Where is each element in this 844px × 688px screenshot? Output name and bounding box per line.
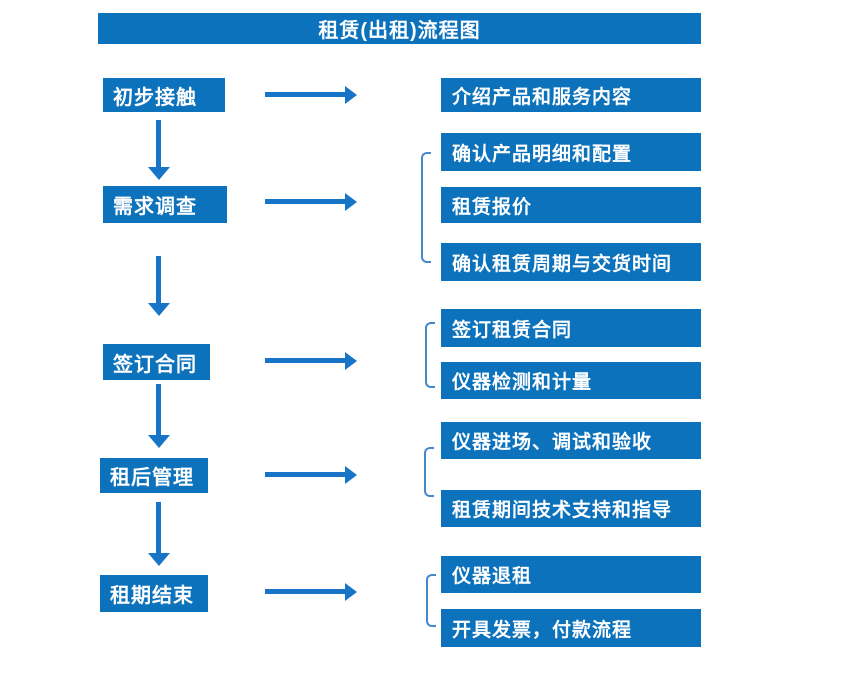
arrow-shaft	[265, 472, 346, 477]
arrow-head	[345, 86, 357, 104]
detail-box-technical-support-guidance: 租赁期间技术支持和指导	[441, 490, 701, 527]
arrow-head	[345, 466, 357, 484]
arrow-down-icon	[148, 256, 170, 316]
arrow-down-icon	[148, 384, 170, 448]
arrow-down-icon	[148, 120, 170, 180]
arrow-right-icon	[265, 193, 357, 211]
arrow-right-icon	[265, 352, 357, 370]
arrow-head	[148, 553, 170, 566]
detail-box-confirm-product-details-config: 确认产品明细和配置	[441, 133, 701, 171]
step-box-post-rental-management: 租后管理	[100, 458, 208, 493]
arrow-head	[345, 193, 357, 211]
detail-box-instrument-entry-debug-acceptance: 仪器进场、调试和验收	[441, 422, 701, 459]
detail-box-sign-rental-contract: 签订租赁合同	[441, 309, 701, 347]
bracket-connector	[424, 447, 434, 497]
arrow-right-icon	[265, 466, 357, 484]
arrow-right-icon	[265, 583, 357, 601]
step-box-sign-contract: 签订合同	[103, 344, 210, 380]
arrow-shaft	[156, 256, 161, 304]
arrow-shaft	[156, 502, 161, 554]
arrow-shaft	[265, 358, 346, 363]
arrow-head	[148, 167, 170, 180]
bracket-connector	[425, 322, 435, 388]
detail-box-rental-quotation: 租赁报价	[441, 187, 701, 223]
bracket-connector	[421, 152, 431, 263]
arrow-head	[345, 352, 357, 370]
detail-box-confirm-rental-period-delivery: 确认租赁周期与交货时间	[441, 243, 701, 281]
arrow-down-icon	[148, 502, 170, 566]
detail-box-instrument-return: 仪器退租	[441, 556, 701, 593]
step-box-lease-end: 租期结束	[100, 575, 208, 612]
bracket-connector	[426, 574, 436, 627]
arrow-shaft	[265, 92, 346, 97]
arrow-head	[345, 583, 357, 601]
step-box-initial-contact: 初步接触	[103, 78, 225, 112]
detail-box-introduce-products-services: 介绍产品和服务内容	[441, 78, 701, 112]
flowchart-title: 租赁(出租)流程图	[98, 13, 701, 44]
arrow-shaft	[156, 384, 161, 436]
arrow-shaft	[265, 199, 346, 204]
step-box-demand-survey: 需求调查	[103, 186, 227, 223]
arrow-shaft	[156, 120, 161, 168]
detail-box-invoice-payment-process: 开具发票，付款流程	[441, 609, 701, 647]
arrow-shaft	[265, 589, 346, 594]
detail-box-instrument-testing-metering: 仪器检测和计量	[441, 362, 701, 399]
arrow-head	[148, 303, 170, 316]
arrow-right-icon	[265, 86, 357, 104]
arrow-head	[148, 435, 170, 448]
